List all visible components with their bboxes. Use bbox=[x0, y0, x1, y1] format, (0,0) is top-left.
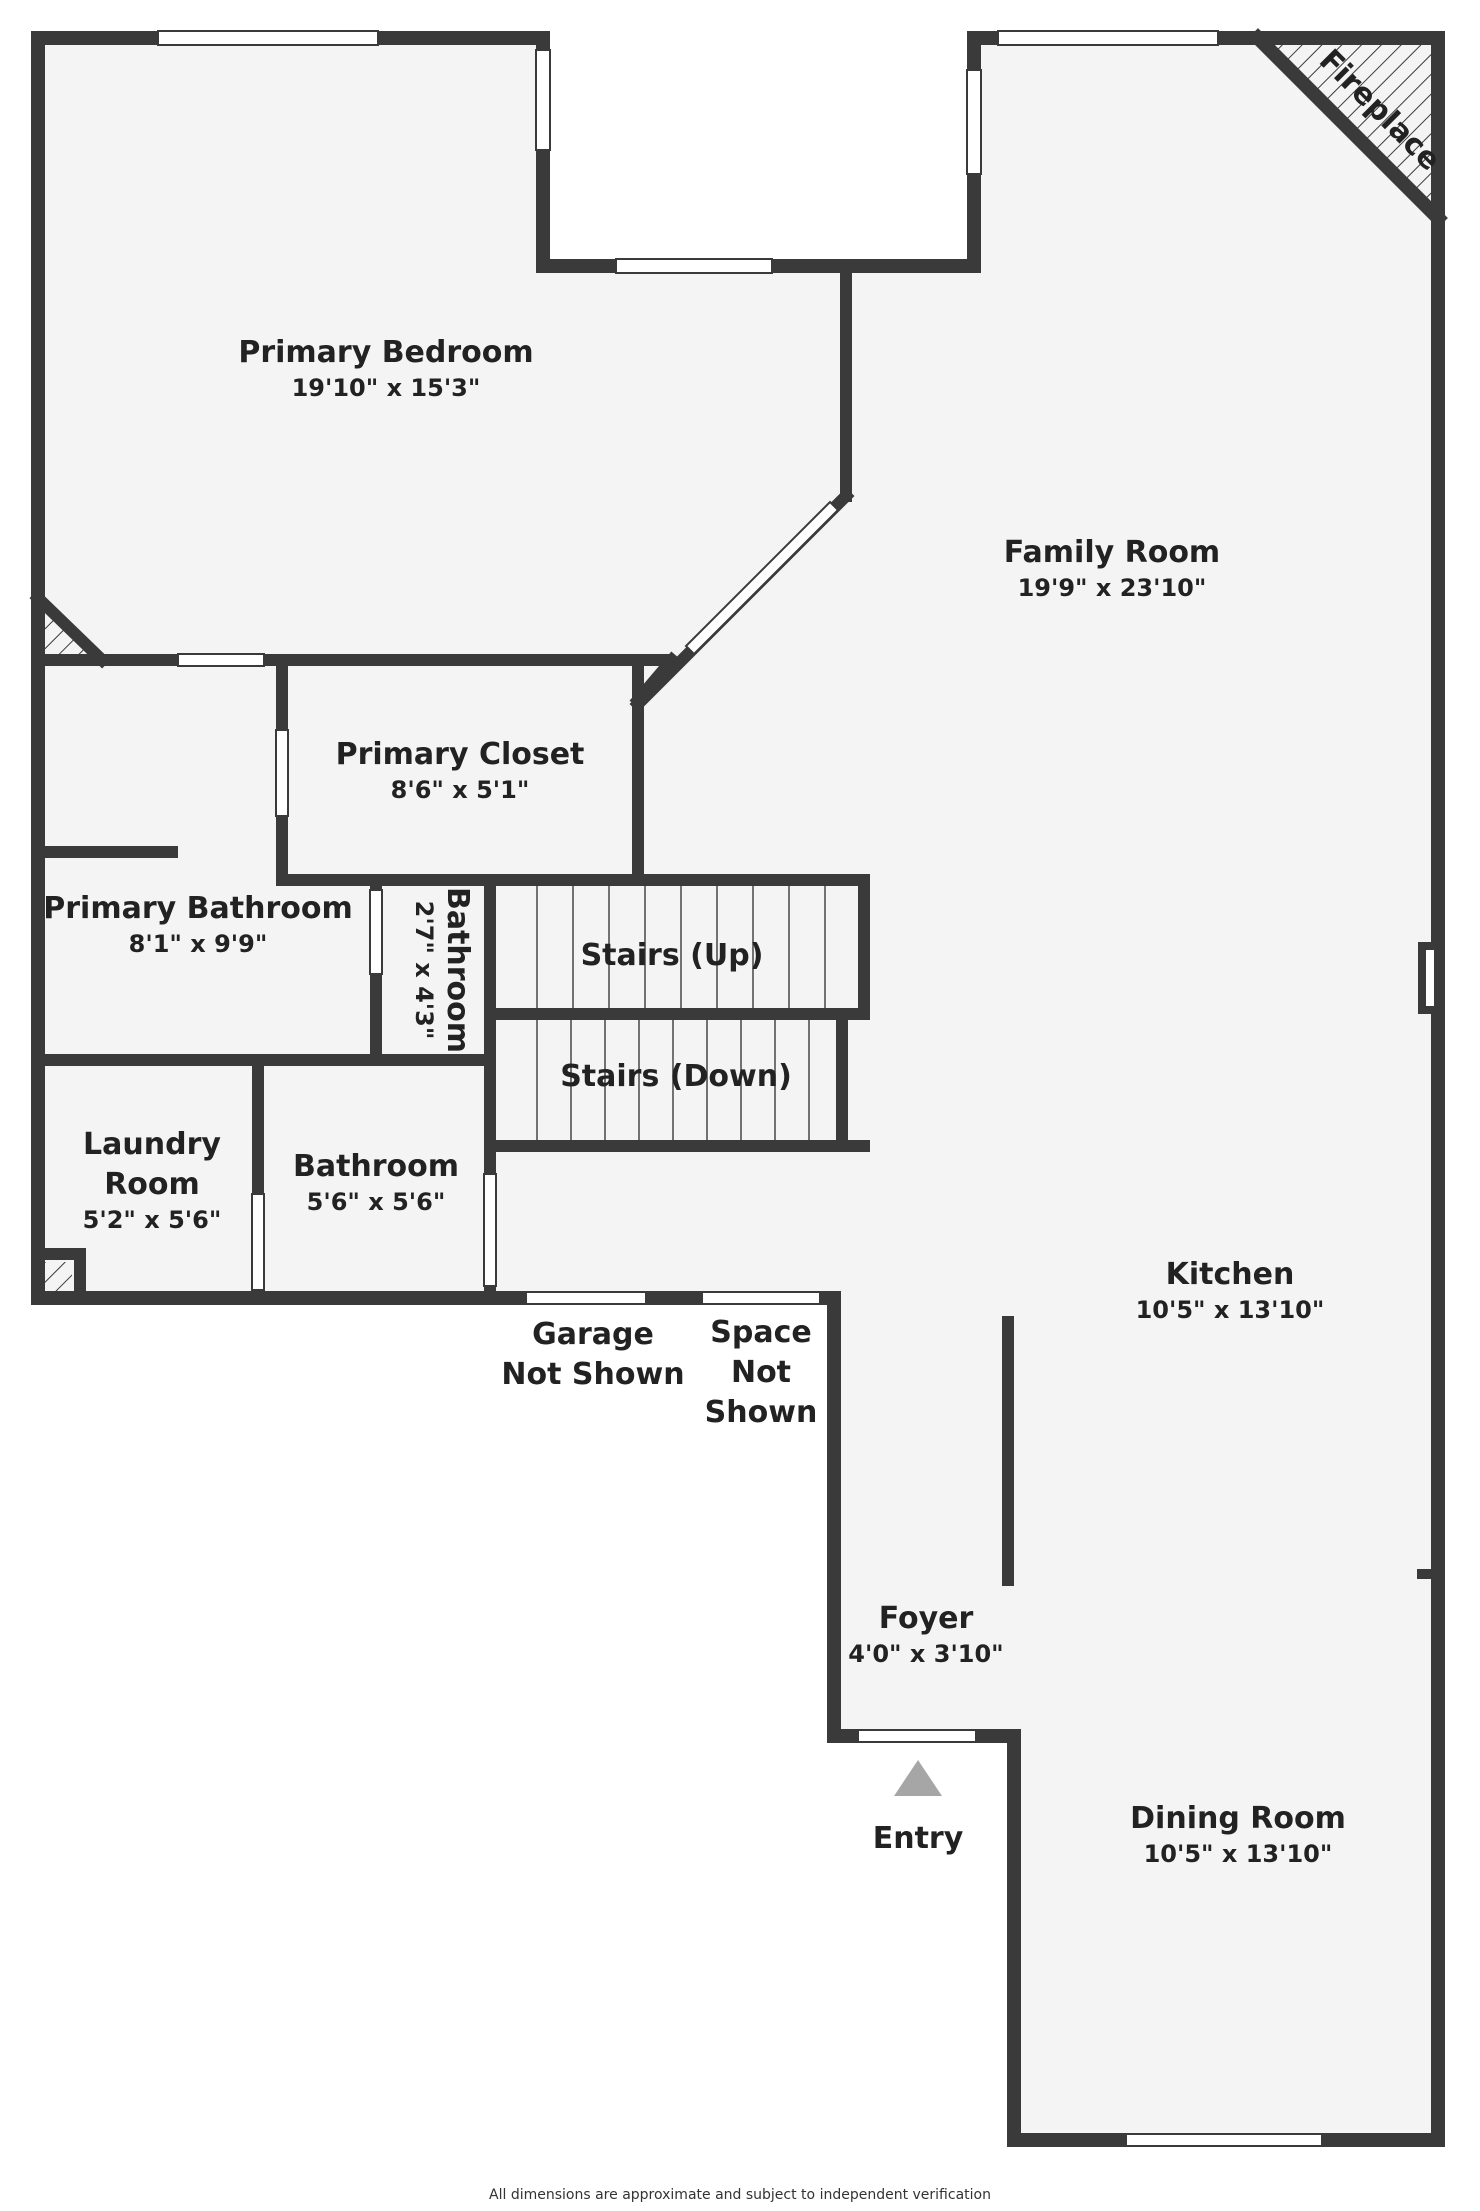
room-dims-foyer: 4'0" x 3'10" bbox=[848, 1640, 1003, 1668]
interior-walls bbox=[29, 270, 1014, 1586]
window bbox=[525, 1291, 647, 1305]
garage-note-line2: Not Shown bbox=[501, 1357, 684, 1392]
window bbox=[966, 69, 982, 175]
room-name-family-room: Family Room bbox=[1004, 535, 1220, 570]
small-bathroom-label: Bathroom 2'7" x 4'3" bbox=[410, 887, 475, 1053]
outside-notes: Garage Not Shown Space Not Shown Entry bbox=[501, 1315, 963, 1856]
window bbox=[483, 1173, 497, 1287]
room-dims-small-bathroom: 2'7" x 4'3" bbox=[410, 901, 438, 1040]
garage-note-line1: Garage bbox=[532, 1317, 654, 1352]
window bbox=[701, 1291, 821, 1305]
room-name-bathroom: Bathroom bbox=[293, 1149, 459, 1184]
space-note-line3: Shown bbox=[705, 1395, 818, 1430]
room-dims-bathroom: 5'6" x 5'6" bbox=[307, 1188, 446, 1216]
window bbox=[177, 653, 265, 667]
room-name-small-bathroom: Bathroom bbox=[440, 887, 475, 1053]
window bbox=[275, 729, 289, 817]
room-dims-kitchen: 10'5" x 13'10" bbox=[1136, 1296, 1325, 1324]
room-name-primary-bathroom: Primary Bathroom bbox=[43, 891, 352, 926]
room-name-laundry-line1: Laundry bbox=[83, 1127, 221, 1162]
room-name-kitchen: Kitchen bbox=[1166, 1257, 1295, 1292]
room-dims-primary-bathroom: 8'1" x 9'9" bbox=[129, 930, 268, 958]
room-dims-dining-room: 10'5" x 13'10" bbox=[1144, 1840, 1333, 1868]
room-labels: Primary Bedroom 19'10" x 15'3" Family Ro… bbox=[43, 335, 1346, 1868]
space-note-line1: Space bbox=[710, 1315, 811, 1350]
stairs bbox=[536, 882, 826, 1142]
window bbox=[535, 49, 551, 151]
window bbox=[251, 1193, 265, 1291]
entry-label: Entry bbox=[873, 1821, 964, 1856]
room-name-primary-closet: Primary Closet bbox=[336, 737, 585, 772]
windows bbox=[157, 30, 1323, 2147]
stairs-up-treads bbox=[536, 882, 826, 1008]
room-dims-laundry-room: 5'2" x 5'6" bbox=[83, 1206, 222, 1234]
wall-niche bbox=[1418, 942, 1442, 1014]
window bbox=[684, 500, 840, 656]
space-note-line2: Not bbox=[731, 1355, 791, 1390]
room-name-primary-bedroom: Primary Bedroom bbox=[238, 335, 533, 370]
room-name-dining-room: Dining Room bbox=[1130, 1801, 1346, 1836]
room-dims-primary-closet: 8'6" x 5'1" bbox=[391, 776, 530, 804]
room-name-laundry-line2: Room bbox=[104, 1167, 200, 1202]
window bbox=[857, 1729, 977, 1743]
room-dims-family-room: 19'9" x 23'10" bbox=[1018, 574, 1207, 602]
laundry-corner-hatch bbox=[42, 1262, 72, 1292]
room-dims-primary-bedroom: 19'10" x 15'3" bbox=[292, 374, 481, 402]
entry-arrow-icon bbox=[894, 1760, 942, 1796]
floor-area bbox=[38, 38, 1438, 2140]
window bbox=[157, 30, 379, 46]
window bbox=[997, 30, 1219, 46]
window bbox=[1125, 2133, 1323, 2147]
window bbox=[369, 889, 383, 975]
room-name-stairs-down: Stairs (Down) bbox=[560, 1059, 792, 1094]
room-name-stairs-up: Stairs (Up) bbox=[581, 938, 764, 973]
window bbox=[615, 258, 773, 274]
room-name-foyer: Foyer bbox=[879, 1601, 974, 1636]
stairs-down-treads bbox=[536, 1020, 810, 1142]
disclaimer: All dimensions are approximate and subje… bbox=[489, 2187, 991, 2203]
